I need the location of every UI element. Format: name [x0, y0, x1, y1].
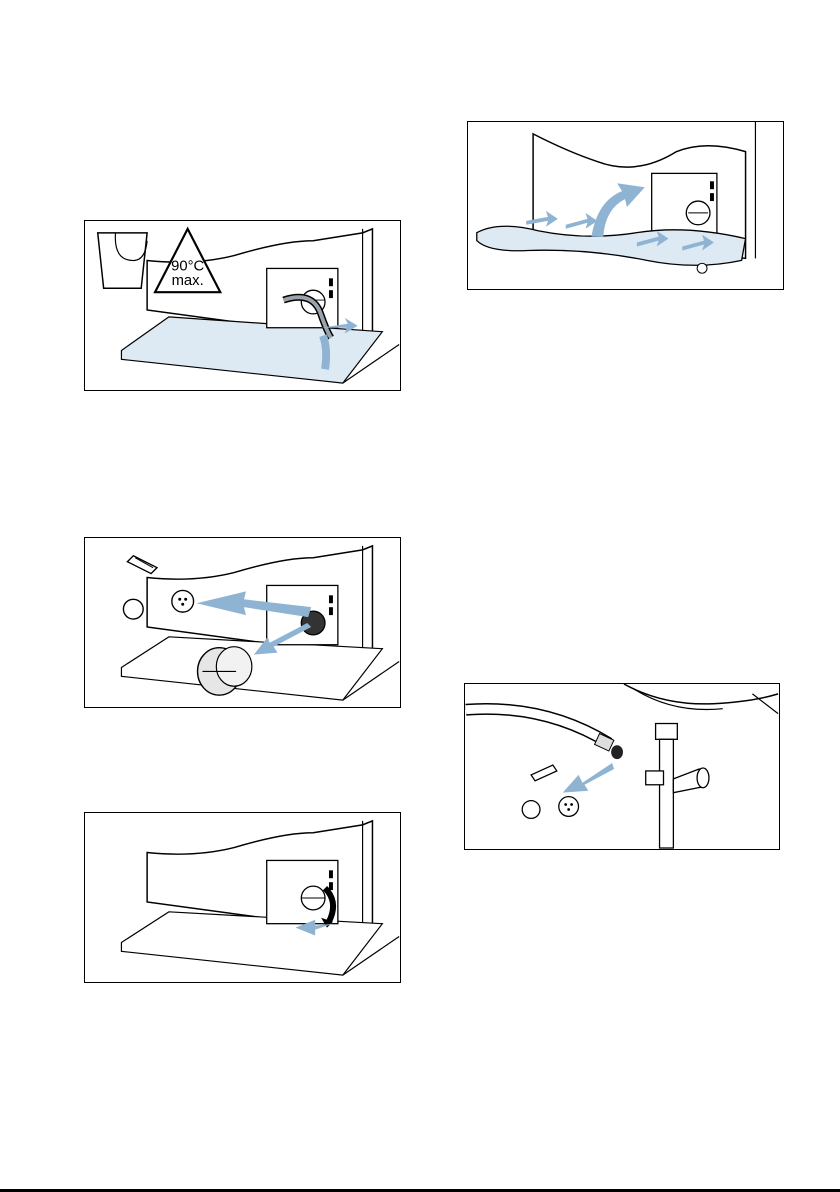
figure-drain-hose-bucket: 90°C max.: [84, 220, 401, 391]
warning-max: max.: [172, 273, 204, 289]
ring-icon: [123, 599, 143, 619]
drain-hose-illustration: 90°C max.: [85, 221, 400, 390]
figure-refit-pump-cover: [84, 812, 401, 983]
figure-siphon-connection: [464, 683, 780, 850]
siphon-connection-illustration: [465, 684, 779, 849]
figure-remove-pump-cover: [84, 537, 401, 708]
button-icon: [559, 797, 579, 817]
refit-pump-cover-illustration: [85, 813, 400, 982]
figure-refit-service-flap: [467, 121, 784, 290]
paperclip-icon: [531, 765, 557, 781]
remove-pump-cover-illustration: [85, 538, 400, 707]
refit-service-flap-illustration: [468, 122, 783, 289]
warning-temperature: 90°C: [171, 258, 204, 274]
paperclip-icon: [127, 556, 157, 574]
ring-icon: [522, 801, 540, 819]
button-icon: [172, 590, 194, 612]
